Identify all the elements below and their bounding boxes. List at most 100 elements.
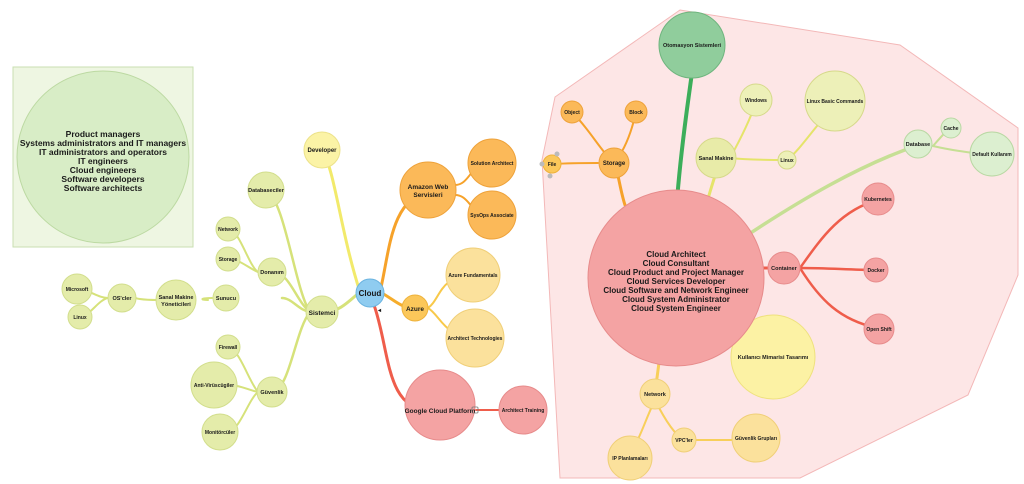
node-object[interactable]: Object [560,100,584,124]
node-label: SysOps Associate [470,213,514,219]
node-label: Linux Basic Commands [807,99,864,105]
node-firewall[interactable]: Firewall [215,334,241,360]
node-otomasyon[interactable]: Otomasyon Sistemleri [658,11,726,79]
node-label: Azure Fundamentals [448,273,497,279]
legend-line: IT administrators and operators [39,147,167,157]
node-openshift[interactable]: Open Shift [863,313,895,345]
node-donanim[interactable]: Donanım [257,257,287,287]
node-kubernetes[interactable]: Kubernetes [861,182,895,216]
node-label: Google Cloud Platform [405,408,476,415]
node-label: Sistemci [309,310,336,317]
collapse-arrow-icon[interactable]: ◂ [377,308,382,314]
node-linux-basic-commands[interactable]: Linux Basic Commands [804,70,866,132]
node-label: Architect Training [502,408,545,414]
node-label: Solution Architect [471,161,514,167]
node-guvenlik-gruplari[interactable]: Güvenlik Grupları [731,413,781,463]
node-network-left[interactable]: Network [215,216,241,242]
node-microsoft[interactable]: Microsoft [61,273,93,305]
node-label: Storage [219,257,238,263]
node-label: Otomasyon Sistemleri [663,43,722,49]
node-developer[interactable]: Developer [303,131,341,169]
node-vpcler[interactable]: VPC'ler [671,427,697,453]
node-sunucu[interactable]: Sunucu [212,284,240,312]
center-line: Cloud System Administrator [622,295,730,304]
node-solution-architect[interactable]: Solution Architect [467,138,517,188]
node-label: VPC'ler [675,438,693,444]
node-storage-right[interactable]: Storage [598,147,630,179]
center-line: Cloud Consultant [643,259,710,268]
node-sanal-makine[interactable]: Sanal Makine [695,137,737,179]
node-oscler[interactable]: OS'cler [107,283,137,313]
node-anti-virus[interactable]: Anti-Virüscügiler [190,361,238,409]
legend-line: Cloud engineers [70,165,137,175]
node-label: Sanal Makine [699,156,734,162]
node-ip-planlamalari[interactable]: IP Planlamaları [607,435,653,481]
node-kullanici-mimarisi[interactable]: Kullanıcı Mimarisi Tasarımı [730,314,816,400]
node-block[interactable]: Block [624,100,648,124]
node-azure-fundamentals[interactable]: Azure Fundamentals [445,247,501,303]
node-default-kullanim[interactable]: Default Kullanım [969,131,1015,177]
node-cache[interactable]: Cache [940,117,962,139]
node-container[interactable]: Container [767,251,801,285]
node-architect-technologies[interactable]: Architect Technologies [445,308,505,368]
node-docker[interactable]: Docker [863,257,889,283]
node-cloud-roles-center[interactable]: Cloud Architect Cloud Consultant Cloud P… [587,189,765,367]
node-label: Object [564,110,580,116]
center-line: Cloud Software and Network Engineer [603,286,748,295]
node-linux-left[interactable]: Linux [67,304,93,330]
node-databaseciler[interactable]: Databaseciler [247,171,285,209]
node-label: File [548,162,557,168]
link-icon[interactable] [471,406,479,414]
center-line: Cloud Product and Project Manager [608,268,744,277]
node-file[interactable]: File [542,154,562,174]
node-windows[interactable]: Windows [739,83,773,117]
node-label: Developer [307,148,337,154]
legend-panel: Product managers Systems administrators … [12,66,194,248]
node-architect-training[interactable]: Architect Training [498,385,548,435]
node-label: Container [771,266,798,272]
node-label: Network [218,227,238,233]
node-label: Cache [943,126,958,132]
legend-line: IT engineers [78,156,128,166]
node-network-right[interactable]: Network [639,378,671,410]
node-label: Linux [780,158,794,164]
center-line: Cloud Services Developer [627,277,726,286]
node-guvenlik-left[interactable]: Güvenlik [256,376,288,408]
node-label: Güvenlik Grupları [735,436,778,442]
node-label: Donanım [260,270,284,276]
node-label: Network [644,392,667,398]
legend-line: Software developers [61,174,144,184]
node-gcp[interactable]: Google Cloud Platform [404,369,476,441]
node-sysops[interactable]: SysOps Associate [467,190,517,240]
node-label: Yöneticileri [161,302,191,308]
node-label: Servisleri [413,192,442,199]
node-label: Block [629,110,643,116]
node-storage-left[interactable]: Storage [215,246,241,272]
node-label: Open Shift [866,327,892,333]
center-line: Cloud Architect [646,250,706,259]
node-sistemci[interactable]: Sistemci [305,295,339,329]
legend-line: Software architects [64,183,143,193]
node-database[interactable]: Database [903,129,933,159]
node-label: Storage [603,161,626,167]
node-label: Microsoft [66,287,89,293]
node-cloud-root[interactable]: Cloud [355,278,385,308]
legend-line: Product managers [66,129,141,139]
expand-icon[interactable] [539,151,560,179]
node-label: Amazon Web [408,184,449,191]
node-label: Azure [406,306,424,313]
node-label: Databaseciler [248,188,285,194]
node-label: Default Kullanım [972,152,1012,158]
node-azure[interactable]: Azure [401,294,429,322]
node-label: Architect Technologies [448,336,503,342]
node-sanal-makine-yoneticileri[interactable]: Sanal Makine Yöneticileri [155,279,197,321]
node-monitorculer[interactable]: Monitörcüler [201,413,239,451]
node-label: Cloud [359,289,382,298]
legend-line: Systems administrators and IT managers [20,138,187,148]
node-label: Docker [868,268,885,274]
node-aws[interactable]: Amazon Web Servisleri [399,161,457,219]
node-label: Anti-Virüscügiler [194,383,234,389]
node-label: Kubernetes [864,197,892,203]
node-linux-right[interactable]: Linux [777,150,797,170]
